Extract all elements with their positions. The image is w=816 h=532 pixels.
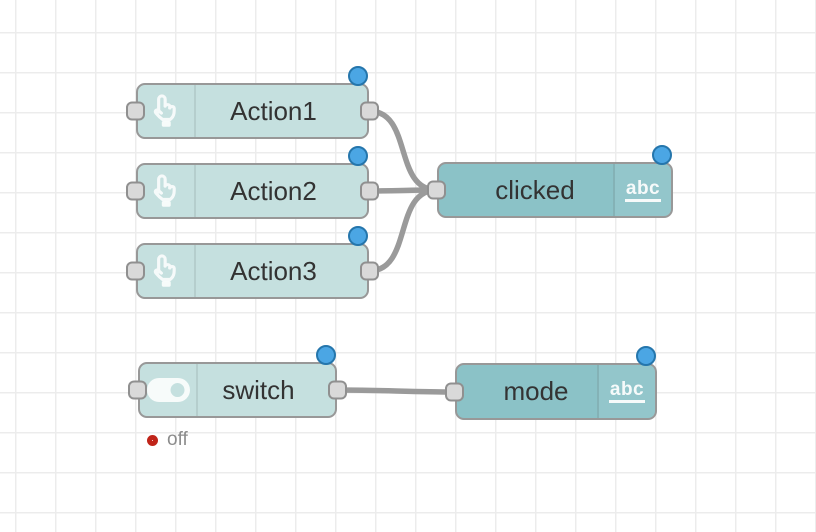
input-port[interactable]	[128, 380, 147, 400]
node-label: switch	[222, 374, 295, 405]
abc-text-icon-label: abc	[608, 380, 646, 403]
changed-indicator-dot	[348, 226, 368, 246]
changed-indicator-dot	[652, 145, 672, 165]
hand-pointer-icon	[138, 85, 196, 137]
node-label: Action2	[230, 175, 317, 206]
output-port[interactable]	[360, 101, 379, 121]
toggle-switch-icon	[140, 364, 198, 416]
node-action1[interactable]: Action1	[126, 66, 379, 139]
output-port[interactable]	[360, 261, 379, 281]
node-label: clicked	[495, 174, 575, 205]
input-port[interactable]	[126, 101, 145, 121]
node-switch[interactable]: switch	[128, 345, 347, 418]
wire-action3-clicked[interactable]	[368, 187, 438, 274]
input-port[interactable]	[427, 180, 446, 200]
changed-indicator-dot	[316, 345, 336, 365]
abc-text-icon-label: abc	[624, 179, 662, 202]
node-mode[interactable]: mode abc	[445, 346, 657, 420]
input-port[interactable]	[445, 382, 464, 401]
input-port[interactable]	[126, 261, 145, 281]
node-label: Action1	[230, 95, 317, 126]
node-action3[interactable]: Action3	[126, 226, 379, 299]
output-port[interactable]	[328, 380, 347, 400]
red-ring-square-icon	[147, 434, 158, 446]
node-label: Action3	[230, 255, 317, 286]
hand-pointer-icon	[138, 165, 196, 217]
output-port[interactable]	[360, 181, 379, 201]
changed-indicator-dot	[636, 346, 656, 366]
input-port[interactable]	[126, 181, 145, 201]
wire-action1-clicked[interactable]	[368, 108, 438, 193]
node-clicked[interactable]: clicked abc	[427, 145, 673, 218]
node-action2[interactable]: Action2	[126, 146, 379, 219]
wire-switch-mode[interactable]	[336, 387, 456, 395]
switch-status: off	[147, 429, 188, 451]
abc-text-icon: abc	[597, 365, 655, 418]
changed-indicator-dot	[348, 66, 368, 86]
status-text: off	[167, 429, 188, 450]
changed-indicator-dot	[348, 146, 368, 166]
abc-text-icon: abc	[613, 164, 671, 216]
node-label: mode	[503, 376, 569, 406]
hand-pointer-icon	[138, 245, 196, 297]
